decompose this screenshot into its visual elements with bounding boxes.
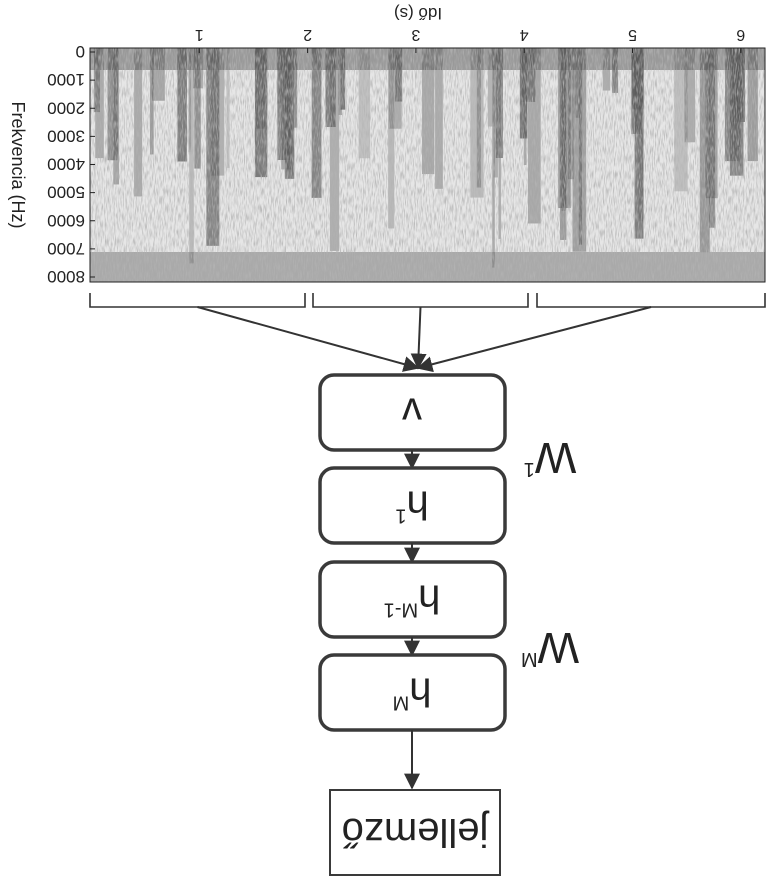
layer-hM: hM bbox=[318, 653, 507, 732]
frequency-tick-label: 0 bbox=[76, 42, 85, 61]
segment-arrow bbox=[410, 306, 427, 370]
time-tick-labels: 1 2 3 4 5 6 bbox=[195, 26, 745, 53]
layer-hM-1: hM-1 bbox=[318, 560, 507, 639]
frequency-tick-label: 3000 bbox=[47, 126, 85, 145]
spectrogram-texture bbox=[90, 48, 765, 282]
time-tick-label: 2 bbox=[303, 26, 312, 43]
segment-braces bbox=[89, 293, 766, 373]
segment-arrow bbox=[416, 306, 652, 373]
frequency-tick-label: 6000 bbox=[47, 211, 85, 230]
output-feature: jellemző bbox=[329, 789, 501, 876]
layer-label: hM-1 bbox=[384, 577, 441, 621]
frequency-tick-labels: 0 1000 2000 3000 4000 5000 6000 7000 8000 bbox=[47, 42, 95, 286]
segment-brace bbox=[89, 293, 306, 308]
time-tick-label: 5 bbox=[628, 26, 637, 43]
frequency-tick-label: 2000 bbox=[47, 98, 85, 117]
output-label: jellemző bbox=[342, 810, 490, 854]
frequency-tick-label: 4000 bbox=[47, 155, 85, 174]
frequency-axis-label: Frekvencia (Hz) bbox=[8, 101, 28, 228]
segment-brace bbox=[536, 293, 766, 308]
weight-label: W1 bbox=[524, 433, 577, 482]
segment-arrow bbox=[197, 306, 420, 372]
segment-brace bbox=[312, 293, 529, 308]
frequency-tick-label: 1000 bbox=[47, 70, 85, 89]
time-axis-label: Idő (s) bbox=[394, 4, 442, 23]
layer-v: v bbox=[318, 373, 507, 452]
spectrogram: 1 2 3 4 5 6 0 1000 2000 3000 4000 5000 6000 7000 8000… bbox=[8, 4, 766, 286]
weight-label: WM bbox=[521, 623, 579, 672]
layer-label: h1 bbox=[395, 483, 428, 527]
frequency-tick-label: 5000 bbox=[47, 183, 85, 202]
frequency-tick-label: 8000 bbox=[47, 267, 85, 286]
time-tick-label: 3 bbox=[411, 26, 420, 43]
layer-label: v bbox=[402, 390, 422, 434]
time-tick-label: 4 bbox=[520, 26, 529, 43]
output-box bbox=[329, 789, 501, 876]
layer-label: hM bbox=[393, 670, 432, 714]
layer-h1: h1 bbox=[318, 466, 507, 545]
time-tick-label: 6 bbox=[736, 26, 745, 43]
frequency-tick-label: 7000 bbox=[47, 239, 85, 258]
time-tick-label: 1 bbox=[195, 26, 204, 43]
